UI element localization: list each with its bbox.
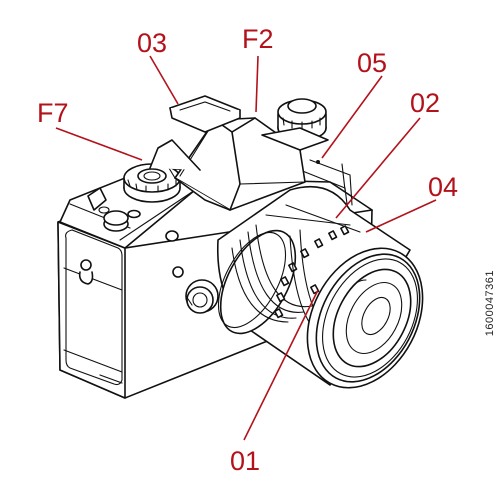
- strap-lug-icon: [80, 259, 92, 271]
- indicator-dot-icon: [316, 160, 320, 164]
- leader-F2: [255, 55, 259, 113]
- shutter-speed-dial: [123, 163, 181, 203]
- callout-02: 02: [410, 88, 440, 118]
- leader-04: [365, 199, 437, 233]
- dof-preview-icon: [172, 266, 184, 278]
- callout-05: 05: [357, 48, 387, 78]
- lens-barrel: [216, 186, 411, 386]
- leader-01: [243, 289, 319, 441]
- lens-release-knob: [172, 266, 219, 314]
- callout-leaders: [55, 55, 437, 441]
- leader-02: [335, 117, 421, 219]
- callout-F2: F2: [242, 24, 274, 54]
- leader-F7: [55, 127, 143, 161]
- callout-labels: 03 F2 05 02 F7 04 01: [37, 24, 458, 476]
- stock-id-label: 1600047361: [484, 270, 496, 337]
- callout-04: 04: [428, 172, 458, 202]
- callout-03: 03: [137, 28, 167, 58]
- callout-01: 01: [230, 446, 260, 476]
- rewind-knob: [261, 98, 329, 164]
- prism-housing: [149, 95, 306, 211]
- leader-03: [149, 55, 179, 105]
- lens-front: [306, 247, 424, 389]
- callout-F7: F7: [37, 98, 69, 128]
- leader-05: [321, 75, 383, 159]
- camera-illustration: [57, 95, 424, 399]
- self-timer-button-icon: [165, 230, 179, 242]
- shutter-release: [87, 187, 141, 232]
